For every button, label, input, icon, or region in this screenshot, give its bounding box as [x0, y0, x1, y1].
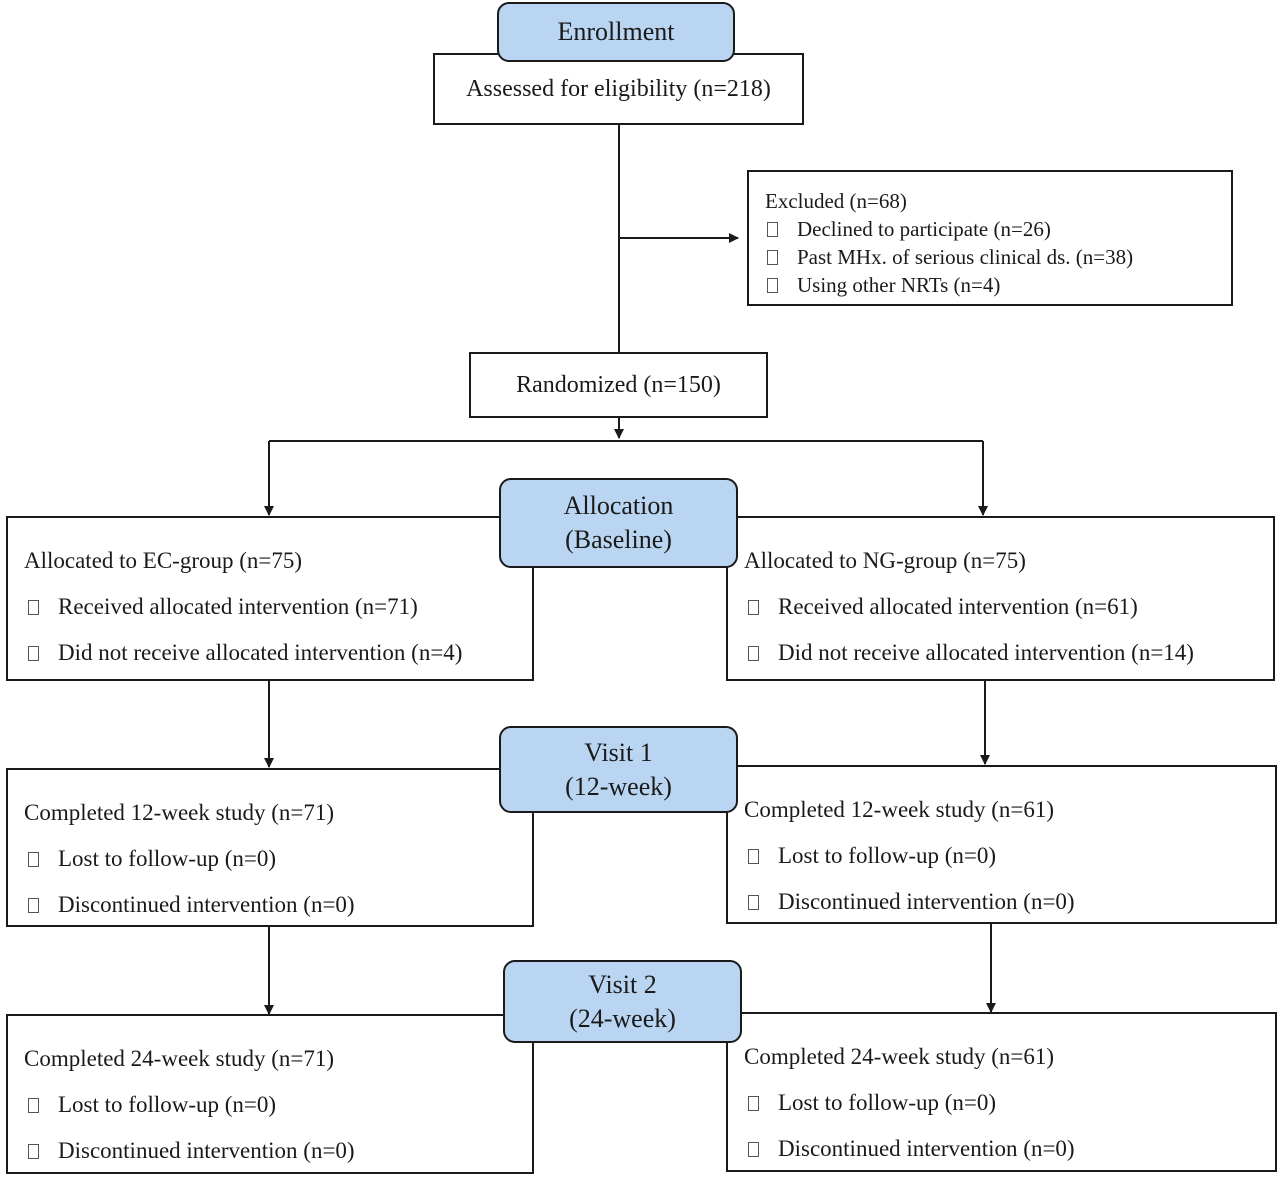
ec-allocation-item: Received allocated intervention (n=71): [28, 594, 418, 620]
checkbox-icon: [748, 1142, 759, 1157]
stage-allocation: Allocation (Baseline): [499, 478, 738, 568]
checkbox-icon: [748, 849, 759, 864]
ng-visit2-item: Discontinued intervention (n=0): [748, 1136, 1075, 1162]
ec-allocation-title: Allocated to EC-group (n=75): [24, 548, 303, 573]
checkbox-icon: [767, 222, 778, 237]
checkbox-icon: [28, 898, 39, 913]
stage-visit2: Visit 2 (24-week): [503, 960, 742, 1043]
excluded-item: Declined to participate (n=26): [767, 217, 1051, 242]
randomized-label: Randomized (n=150): [516, 371, 721, 398]
excluded-item: Past MHx. of serious clinical ds. (n=38): [767, 245, 1133, 270]
ec-visit1-item: Discontinued intervention (n=0): [28, 892, 355, 918]
ec-visit2-item: Discontinued intervention (n=0): [28, 1138, 355, 1164]
ng-visit2-title: Completed 24-week study (n=61): [744, 1044, 1054, 1069]
checkbox-icon: [767, 250, 778, 265]
ec-visit1-box: Completed 12-week study (n=71) Lost to f…: [6, 768, 534, 927]
ec-visit1-title: Completed 12-week study (n=71): [24, 800, 334, 825]
checkbox-icon: [28, 1098, 39, 1113]
excluded-item-label: Using other NRTs (n=4): [797, 273, 1001, 297]
ng-visit2-item-label: Lost to follow-up (n=0): [778, 1090, 997, 1115]
checkbox-icon: [748, 1096, 759, 1111]
stage-visit1-label: Visit 1: [584, 737, 653, 767]
ng-allocation-box: Allocated to NG-group (n=75) Received al…: [726, 516, 1275, 681]
stage-enrollment-label: Enrollment: [557, 17, 675, 46]
excluded-item: Using other NRTs (n=4): [767, 273, 1000, 298]
ec-visit1-item-label: Lost to follow-up (n=0): [58, 846, 277, 871]
ng-allocation-item: Received allocated intervention (n=61): [748, 594, 1138, 620]
ec-allocation-box: Allocated to EC-group (n=75) Received al…: [6, 516, 534, 681]
excluded-item-label: Declined to participate (n=26): [797, 217, 1051, 241]
checkbox-icon: [748, 646, 759, 661]
stage-allocation-label: Allocation: [563, 491, 674, 520]
randomized-box: Randomized (n=150): [469, 352, 768, 418]
ec-visit2-item: Lost to follow-up (n=0): [28, 1092, 276, 1118]
ng-allocation-item: Did not receive allocated intervention (…: [748, 640, 1194, 666]
ng-visit1-title: Completed 12-week study (n=61): [744, 797, 1054, 822]
ec-allocation-item-label: Did not receive allocated intervention (…: [58, 640, 463, 665]
ng-visit1-item-label: Lost to follow-up (n=0): [778, 843, 997, 868]
ng-visit1-box: Completed 12-week study (n=61) Lost to f…: [726, 765, 1277, 924]
assessed-label: Assessed for eligibility (n=218): [466, 75, 771, 102]
ng-visit2-item-label: Discontinued intervention (n=0): [778, 1136, 1075, 1161]
checkbox-icon: [748, 600, 759, 615]
ng-visit2-box: Completed 24-week study (n=61) Lost to f…: [726, 1012, 1277, 1172]
checkbox-icon: [748, 895, 759, 910]
ng-allocation-item-label: Did not receive allocated intervention (…: [778, 640, 1194, 665]
checkbox-icon: [28, 600, 39, 615]
ng-allocation-title: Allocated to NG-group (n=75): [744, 548, 1026, 573]
stage-visit2-sublabel: (24-week): [569, 1003, 676, 1033]
ng-visit1-item: Lost to follow-up (n=0): [748, 843, 996, 869]
stage-visit2-label: Visit 2: [588, 969, 657, 999]
ec-visit1-item: Lost to follow-up (n=0): [28, 846, 276, 872]
ng-allocation-item-label: Received allocated intervention (n=61): [778, 594, 1138, 619]
ec-allocation-item-label: Received allocated intervention (n=71): [58, 594, 418, 619]
stage-visit1-sublabel: (12-week): [565, 771, 672, 801]
ec-visit2-item-label: Lost to follow-up (n=0): [58, 1092, 277, 1117]
ec-visit1-item-label: Discontinued intervention (n=0): [58, 892, 355, 917]
excluded-box: Excluded (n=68) Declined to participate …: [747, 170, 1233, 306]
checkbox-icon: [28, 646, 39, 661]
assessed-box: Assessed for eligibility (n=218): [433, 53, 804, 125]
ng-visit2-item: Lost to follow-up (n=0): [748, 1090, 996, 1116]
ec-allocation-item: Did not receive allocated intervention (…: [28, 640, 462, 666]
ng-visit1-item-label: Discontinued intervention (n=0): [778, 889, 1075, 914]
ng-visit1-item: Discontinued intervention (n=0): [748, 889, 1075, 915]
ec-visit2-title: Completed 24-week study (n=71): [24, 1046, 334, 1071]
stage-allocation-sublabel: (Baseline): [565, 525, 672, 554]
checkbox-icon: [767, 278, 778, 293]
stage-visit1: Visit 1 (12-week): [499, 726, 738, 813]
ec-visit2-box: Completed 24-week study (n=71) Lost to f…: [6, 1014, 534, 1174]
excluded-title: Excluded (n=68): [765, 189, 907, 213]
stage-enrollment: Enrollment: [497, 2, 735, 62]
ec-visit2-item-label: Discontinued intervention (n=0): [58, 1138, 355, 1163]
excluded-item-label: Past MHx. of serious clinical ds. (n=38): [797, 245, 1134, 269]
checkbox-icon: [28, 852, 39, 867]
checkbox-icon: [28, 1144, 39, 1159]
